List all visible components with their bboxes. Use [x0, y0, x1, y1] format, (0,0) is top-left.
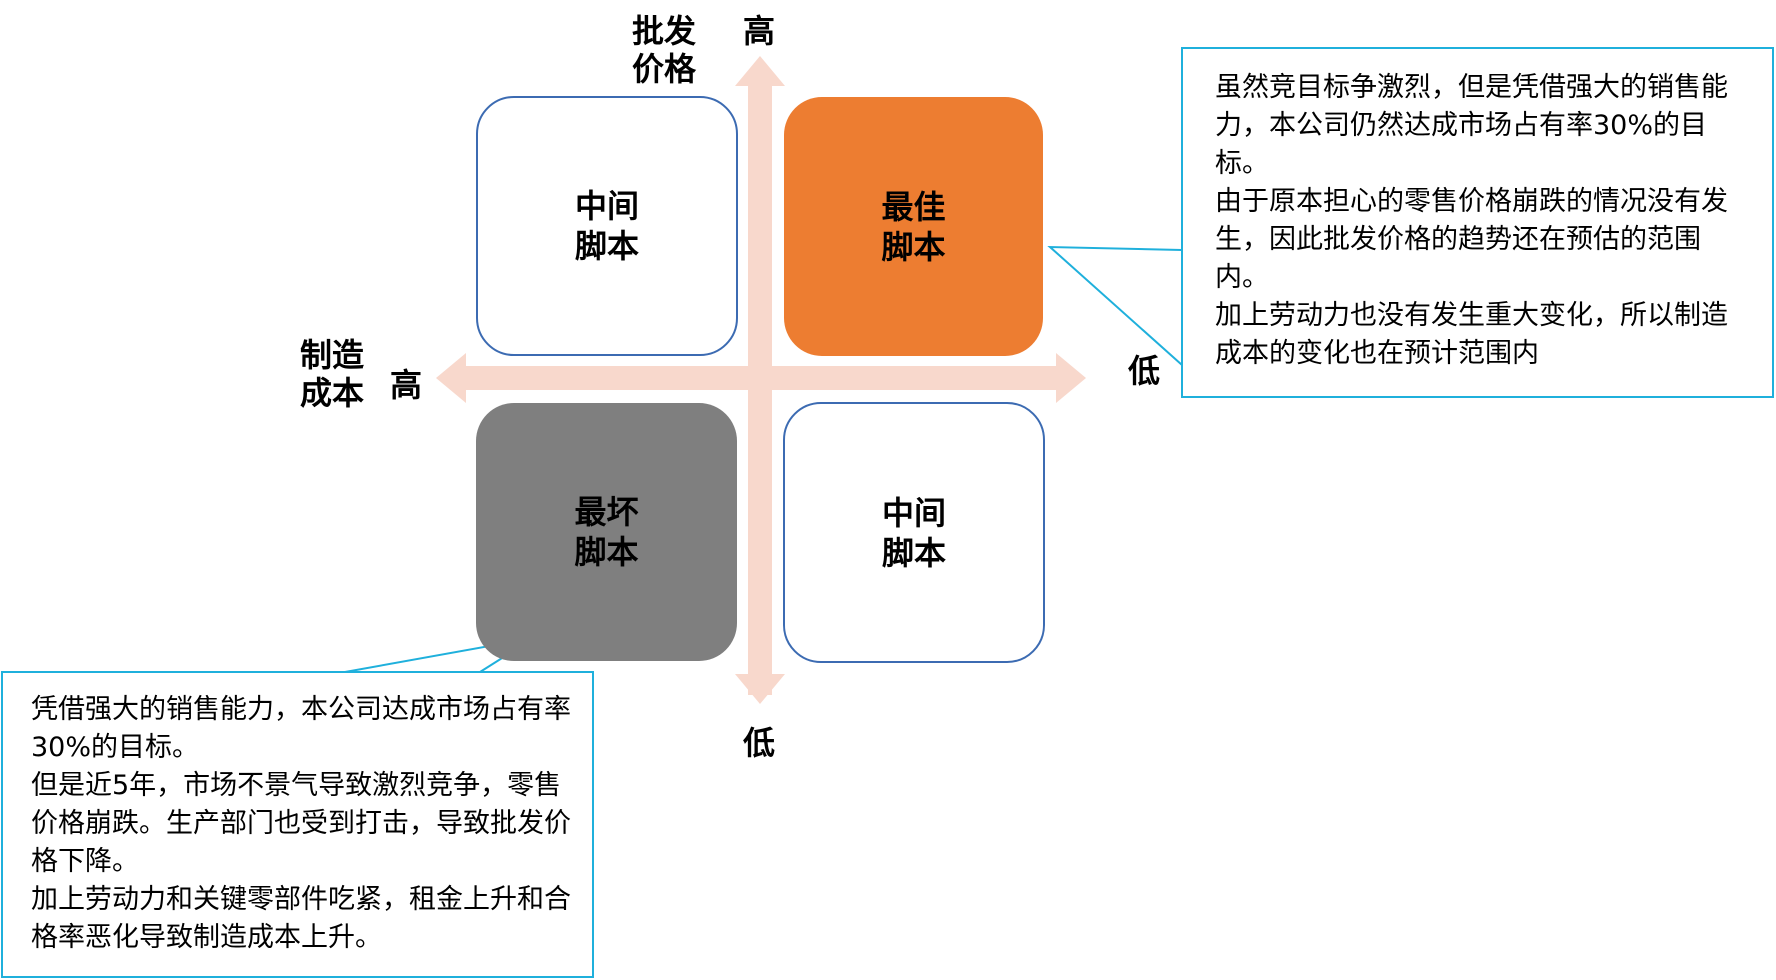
- vertical-axis-down-arrowhead: [735, 674, 785, 704]
- right-callout-paragraph-1: 虽然竞目标争激烈，但是凭借强大的销售能力，本公司仍然达成市场占有率30%的目标。: [1215, 72, 1728, 179]
- quadrant-top-right-best: 最佳 脚本: [784, 97, 1043, 356]
- right-callout-paragraph-3: 加上劳动力也没有发生重大变化，所以制造成本的变化也在预计范围内: [1215, 300, 1728, 369]
- vertical-axis-low-label: 低: [743, 724, 776, 762]
- left-callout-paragraph-3: 加上劳动力和关键零部件吃紧，租金上升和合格率恶化导致制造成本上升。: [31, 884, 571, 953]
- quadrant-bottom-right-label: 中间 脚本: [881, 493, 946, 572]
- quadrant-top-left-label: 中间 脚本: [574, 187, 639, 265]
- quadrant-top-left: 中间 脚本: [476, 96, 738, 356]
- quadrant-bottom-left-worst: 最坏 脚本: [476, 403, 737, 661]
- vertical-axis-title: 批发 价格: [632, 12, 697, 88]
- left-callout: 凭借强大的销售能力，本公司达成市场占有率30%的目标。 但是近5年，市场不景气导…: [1, 671, 594, 978]
- quadrant-bottom-left-label: 最坏 脚本: [574, 493, 639, 571]
- right-callout-paragraph-2: 由于原本担心的零售价格崩跌的情况没有发生，因此批发价格的趋势还在预估的范围内。: [1215, 186, 1728, 293]
- horizontal-axis-title: 制造 成本: [300, 336, 365, 412]
- vertical-axis-up-arrowhead: [735, 56, 785, 86]
- horizontal-axis-left-arrowhead: [436, 353, 466, 403]
- horizontal-axis-shaft: [463, 366, 1061, 390]
- left-callout-paragraph-2: 但是近5年，市场不景气导致激烈竞争，零售价格崩跌。生产部门也受到打击，导致批发价…: [31, 770, 571, 877]
- horizontal-axis-right-arrowhead: [1056, 353, 1086, 403]
- horizontal-axis-low-label: 低: [1128, 352, 1161, 390]
- horizontal-axis-high-label: 高: [390, 366, 423, 404]
- right-callout-pointer-line: [1047, 245, 1183, 366]
- left-callout-paragraph-1: 凭借强大的销售能力，本公司达成市场占有率30%的目标。: [31, 694, 571, 763]
- quadrant-top-right-label: 最佳 脚本: [881, 187, 946, 266]
- quadrant-bottom-right: 中间 脚本: [783, 402, 1045, 663]
- vertical-axis-high-label: 高: [743, 12, 776, 50]
- right-callout: 虽然竞目标争激烈，但是凭借强大的销售能力，本公司仍然达成市场占有率30%的目标。…: [1181, 47, 1774, 398]
